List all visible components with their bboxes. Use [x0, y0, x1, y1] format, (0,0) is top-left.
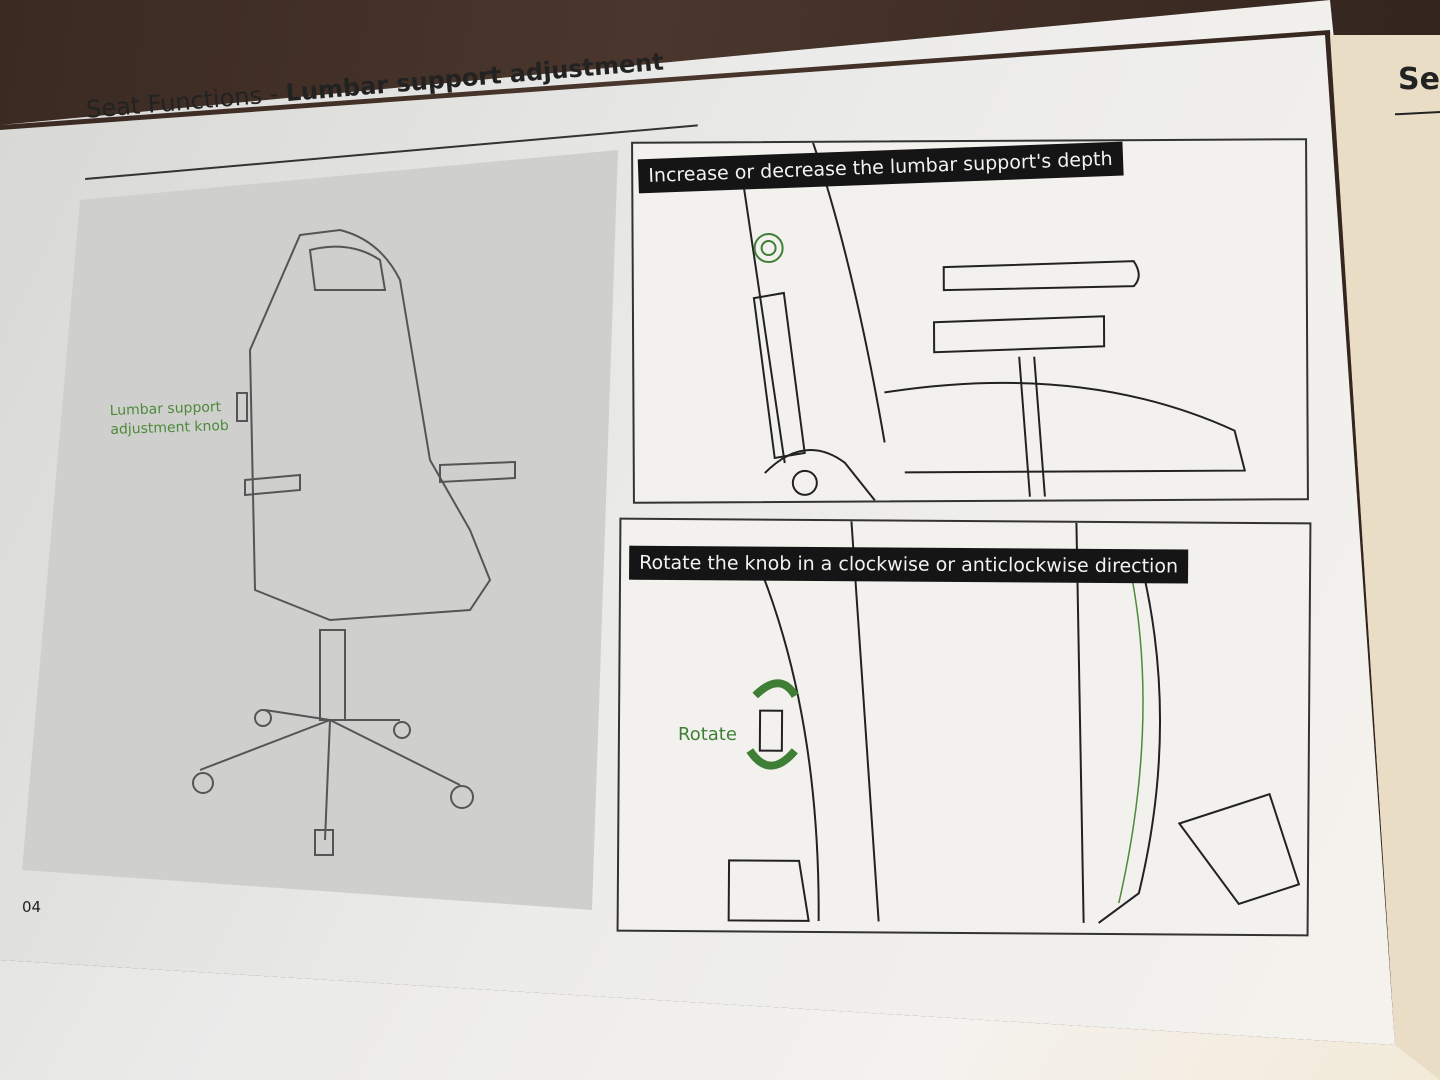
depth-illustration: [742, 142, 1247, 502]
rotate-label: Rotate: [678, 724, 737, 745]
panel-rotate: Rotate the knob in a clockwise or anticl…: [616, 517, 1312, 937]
panel-rotate-caption: Rotate the knob in a clockwise or anticl…: [629, 545, 1189, 584]
rotate-illustration: [727, 521, 1301, 924]
lumbar-knob-callout: Lumbar support adjustment knob: [109, 398, 229, 440]
next-page-title: Se: [1398, 62, 1440, 97]
panel-depth: Increase or decrease the lumbar support'…: [631, 138, 1309, 504]
page-number: 04: [22, 898, 42, 916]
rotate-arrows-icon: [746, 679, 799, 770]
